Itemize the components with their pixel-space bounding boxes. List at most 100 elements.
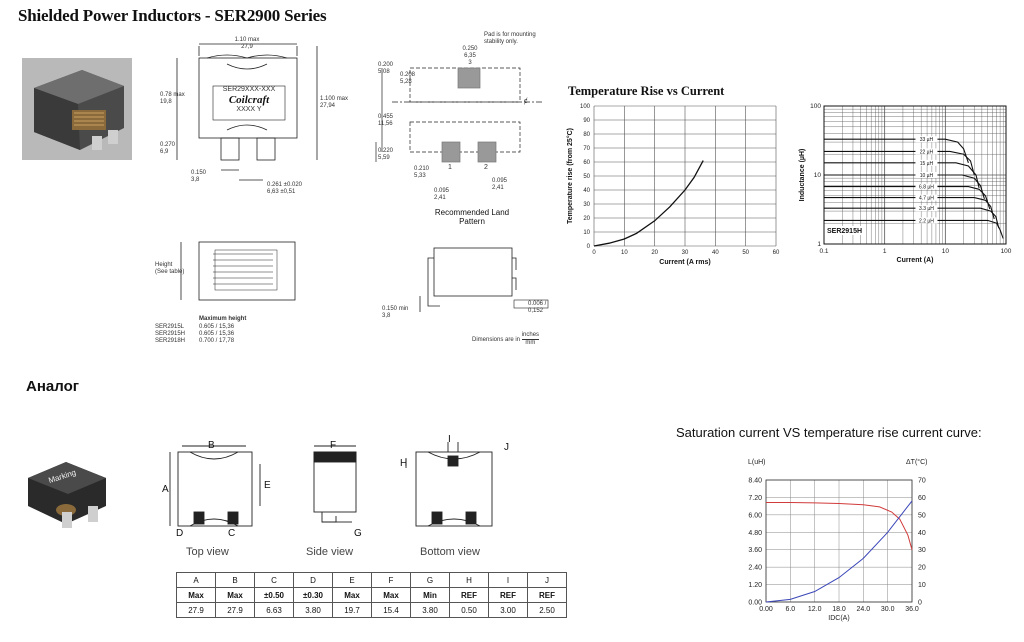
dim-a-mm: 5,08 [378,69,390,75]
dim-width-label: 1.10 max [234,37,260,43]
curve-label-bg [915,217,938,224]
page-title: Shielded Power Inductors - SER2900 Serie… [18,6,327,25]
x-axis-label: Current (A rms) [659,259,710,266]
y-right-tick-label: 30 [918,547,926,554]
dim-value: 3.80 [410,602,450,618]
dim-kind: Max [332,587,372,603]
x-axis-label: IDC(A) [828,615,849,622]
letter-g: G [354,528,362,539]
inductance-curve [824,150,975,176]
side-view-right-drawing: 0.150 min 3,8 0.006 / 0,152 Dimensions a… [382,238,562,348]
legend-label: SER2915H [827,228,862,235]
side-view-drawing: Height (See table) Maximum height SER291… [155,236,355,352]
dim-kind: ±0.50 [254,587,294,603]
dim-header: G [410,572,450,588]
dimension-table: A B C D E F G H I J Max Max ±0.50 ±0.30 … [176,572,567,618]
curve-label: 33 µH [920,137,934,143]
y-tick-label: 20 [583,216,590,222]
dim-header: I [488,572,528,588]
dim-d: 0.220 [378,148,394,154]
dim-header: D [293,572,333,588]
curve-label: 2.2 µH [919,218,934,224]
dim-header: J [527,572,567,588]
dim-min-mm: 3,8 [382,313,391,319]
analog-side-view: F G Side view [300,438,390,568]
x-tick-label: 10 [942,248,950,255]
y-tick-label: 50 [583,174,590,180]
curve-label: 10 µH [920,173,934,179]
curve-label-bg [915,194,938,201]
y-right-tick-label: 20 [918,565,926,572]
dim-d-mm: 5,59 [378,155,390,161]
x-tick-label: 20 [651,250,658,256]
left-axis-label: L(uH) [748,459,766,466]
dim-right-label: 1.100 [320,96,336,102]
x-tick-label: 0.1 [819,248,828,255]
dim-left-label: 0.78 [160,92,172,98]
y-tick-label: 60 [583,160,590,166]
dim-header: H [449,572,489,588]
dim-e: 0.210 [414,166,430,172]
dim-kind: REF [488,587,528,603]
curve-label: 4.7 µH [919,196,934,202]
dim-min-suffix: min [398,306,409,312]
x-tick-label: 24.0 [857,606,871,613]
y-left-tick-label: 0.00 [748,600,762,607]
inductance-curve [824,162,980,189]
dim-table-value-row: 27.9 27.9 6.63 3.80 19.7 15.4 3.80 0.50 … [176,602,567,618]
x-tick-label: 18.0 [832,606,846,613]
dim-value: 0.50 [449,602,489,618]
y-tick-label: 90 [583,118,590,124]
y-left-tick-label: 7.20 [748,495,762,502]
product-photo-ser2900 [22,58,132,160]
dim-kind: Max [215,587,255,603]
dim-kind: Max [176,587,216,603]
saturation-chart-title: Saturation current VS temperature rise c… [676,425,982,440]
height-table-header: Maximum height [199,316,247,322]
dim-min: 0.150 [382,306,398,312]
x-tick-label: 0.00 [759,606,773,613]
pad-num-1: 1 [448,164,452,171]
letter-d: D [176,528,184,539]
y-left-tick-label: 4.80 [748,530,762,537]
letter-h: H [400,458,408,469]
land-pattern-label: Recommended Land Pattern [434,208,510,226]
dim-pad-w-mm: 6,35 [464,53,476,59]
dim-a: 0.200 [378,62,394,68]
dim-right-suffix: max [336,96,349,102]
dim-kind: Min [410,587,450,603]
y-tick-label: 80 [583,132,590,138]
x-tick-label: 36.0 [905,606,919,613]
x-tick-label: 60 [773,250,780,256]
dim-pad-mm: 6,9 [160,149,169,155]
dim-value: 27.9 [215,602,255,618]
pad-num-2: 2 [484,164,488,171]
y-right-tick-label: 0 [918,600,922,607]
y-right-tick-label: 70 [918,478,926,485]
dim-right-mm: 27,94 [320,103,336,109]
letter-b: B [208,440,215,451]
dim-header: B [215,572,255,588]
letter-e: E [264,480,271,491]
y-right-tick-label: 10 [918,582,926,589]
pad-note: Pad is for mounting stability only. [484,32,536,45]
curve-label: 3.3 µH [919,206,934,212]
x-axis-label: Current (A) [897,257,934,264]
dim-b: 0.208 [400,72,416,78]
y-tick-label: 40 [583,188,590,194]
dim-c: 0.455 [378,114,394,120]
dim-c-mm: 11,56 [378,121,393,127]
dim-left-mm: 19,8 [160,99,172,105]
dim-gap-mm: 6,63 ±0,51 [267,189,296,195]
temperature-series-line [765,500,913,603]
letter-i: I [448,434,451,445]
dim-kind: REF [449,587,489,603]
plot-frame [765,479,913,603]
dim-b-mm: 5,28 [400,79,412,85]
curve-label-bg [915,159,938,166]
y-right-tick-label: 60 [918,495,926,502]
